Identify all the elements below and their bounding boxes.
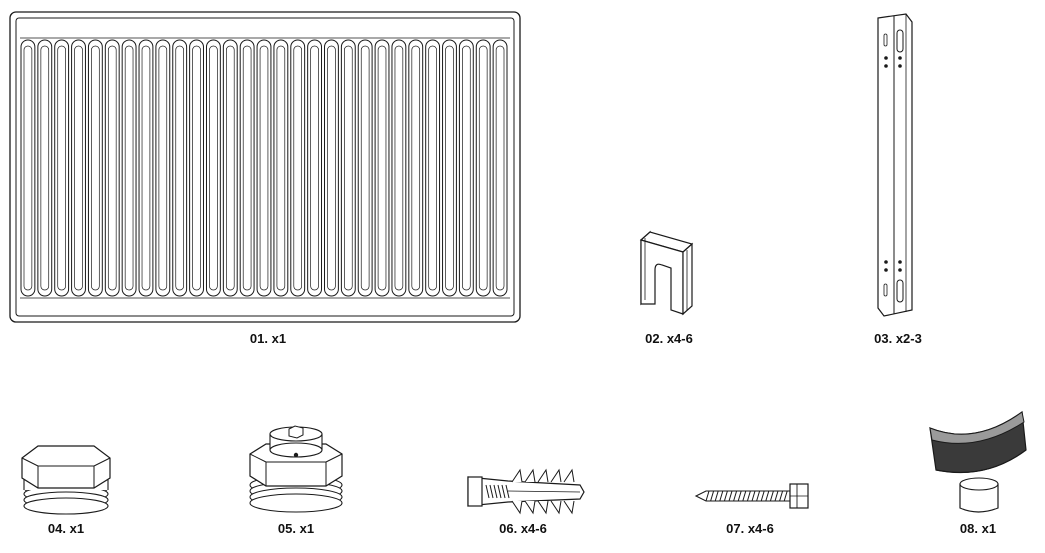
part-label-05: 05. x1 — [277, 521, 315, 536]
bleed-key-icon — [929, 410, 1027, 513]
part-label-08: 08. x1 — [959, 521, 997, 536]
part-label-02: 02. x4-6 — [645, 331, 693, 346]
part-label-04: 04. x1 — [47, 521, 85, 536]
screw-icon — [694, 483, 809, 509]
part-label-01: 01. x1 — [249, 331, 287, 346]
spacer-clip-icon — [639, 230, 694, 316]
part-label-07: 07. x4-6 — [726, 521, 774, 536]
wall-plug-icon — [467, 468, 585, 515]
part-label-06: 06. x4-6 — [499, 521, 547, 536]
wall-bracket-icon — [877, 13, 913, 317]
part-label-03: 03. x2-3 — [874, 331, 922, 346]
air-vent-plug-icon — [249, 425, 343, 513]
radiator-panel-icon — [9, 11, 521, 323]
blanking-plug-icon — [21, 445, 111, 515]
